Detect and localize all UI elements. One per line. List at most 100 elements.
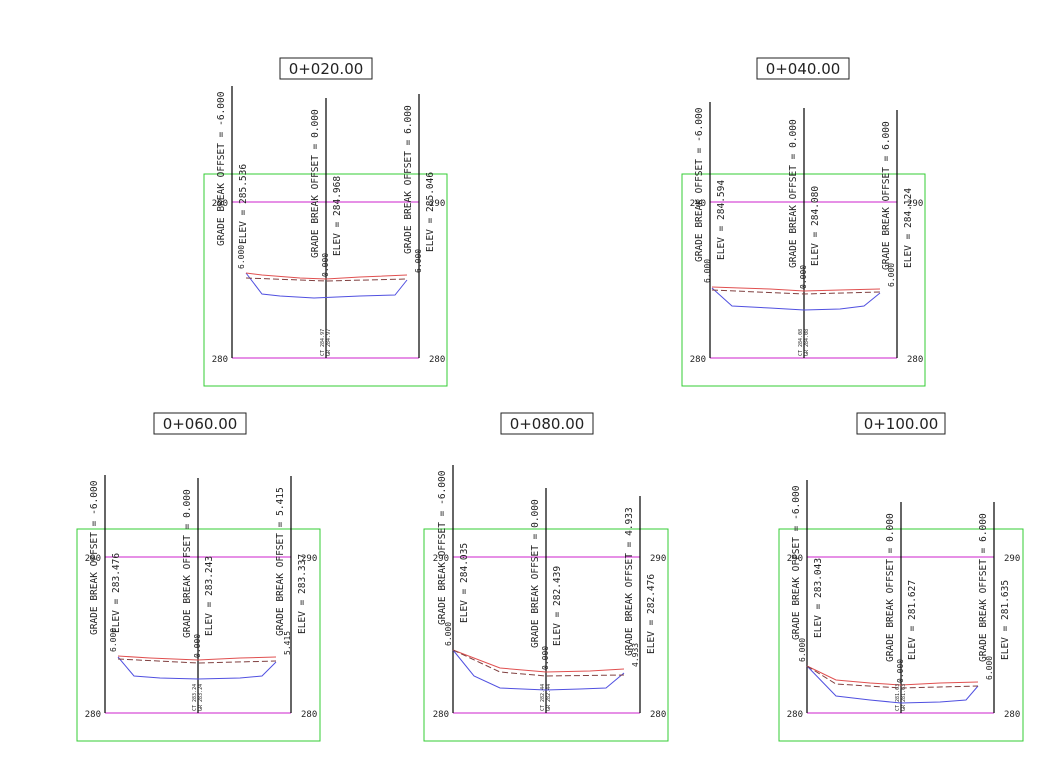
station-title: 0+100.00: [864, 415, 939, 433]
centerline-tag-gr: GR 283.24: [198, 684, 204, 711]
datum-label-right-280: 280: [907, 355, 923, 365]
elevation-label: ELEV = 281.627: [907, 580, 918, 660]
datum-label-right-280: 280: [429, 355, 445, 365]
side-offset-label-center: 0.000: [896, 659, 905, 683]
existing-ground-line: [806, 665, 979, 686]
side-offset-label-center: 0.000: [799, 265, 808, 289]
proposed-profile-line: [117, 656, 277, 680]
cross-section-3: 0+060.00 290 290 280 280 GRADE BREAK OFFSET =…: [76, 412, 321, 742]
centerline-tag-gr: GR 281.63: [901, 684, 907, 711]
grade-break-offset-label: GRADE BREAK OFFSET = 5.415: [275, 487, 286, 636]
grade-break-offset-label: GRADE BREAK OFFSET = 0.000: [182, 489, 193, 638]
station-title: 0+080.00: [510, 415, 585, 433]
grade-break-offset-label: GRADE BREAK OFFSET = -6.000: [437, 470, 448, 625]
grade-break-offset-label: GRADE BREAK OFFSET = -6.000: [791, 485, 802, 640]
datum-label-right-290: 290: [429, 199, 445, 209]
grade-break-offset-label: GRADE BREAK OFFSET = 6.000: [978, 513, 989, 662]
grade-break-offset-label: GRADE BREAK OFFSET = 6.000: [403, 105, 414, 254]
datum-label-left-280: 280: [85, 710, 101, 720]
station-title: 0+060.00: [163, 415, 238, 433]
elevation-label: ELEV = 283.043: [813, 558, 824, 638]
centerline-tag-ct: CT 284.97: [320, 329, 326, 356]
grade-break-offset-label: GRADE BREAK OFFSET = 4.933: [624, 507, 635, 656]
grade-break-offset-label: GRADE BREAK OFFSET = -6.000: [89, 480, 100, 635]
elevation-label: ELEV = 284.080: [810, 186, 821, 266]
elevation-label: ELEV = 284.594: [716, 180, 727, 260]
grade-break-offset-label: GRADE BREAK OFFSET = -6.000: [694, 107, 705, 262]
side-offset-label-left: 6.000: [444, 622, 453, 646]
side-offset-label-center: 0.000: [193, 634, 202, 658]
elevation-label: ELEV = 281.635: [1000, 580, 1011, 660]
side-offset-label-center: 0.000: [541, 646, 550, 670]
side-offset-label-center: 0.000: [321, 253, 330, 277]
elevation-label: ELEV = 283.337: [297, 554, 308, 634]
grade-break-offset-label: GRADE BREAK OFFSET = 6.000: [881, 121, 892, 270]
datum-label-left-290: 290: [787, 554, 803, 564]
station-title-box: [500, 412, 594, 435]
datum-label-right-290: 290: [907, 199, 923, 209]
station-title: 0+040.00: [766, 60, 841, 78]
datum-label-right-290: 290: [650, 554, 666, 564]
station-title-box: [856, 412, 946, 435]
datum-label-left-290: 290: [690, 199, 706, 209]
datum-label-right-280: 280: [301, 710, 317, 720]
side-offset-label-right: 6.000: [985, 656, 994, 680]
design-grade-dashed-line: [452, 649, 625, 677]
existing-ground-line: [711, 286, 881, 292]
elevation-label: ELEV = 282.439: [552, 566, 563, 646]
datum-label-left-280: 280: [433, 710, 449, 720]
design-grade-dashed-line: [711, 289, 881, 295]
side-offset-label-left: 6.000: [703, 259, 712, 283]
existing-ground-line: [452, 649, 625, 673]
grade-break-offset-label: GRADE BREAK OFFSET = 0.000: [530, 499, 541, 648]
datum-label-left-290: 290: [212, 199, 228, 209]
grade-break-offset-label: GRADE BREAK OFFSET = 0.000: [788, 119, 799, 268]
centerline-tag-gr: GR 284.97: [326, 329, 332, 356]
side-offset-label-right: 6.000: [887, 263, 896, 287]
centerline-tag-ct: CT 283.24: [192, 684, 198, 711]
grade-break-offset-label: GRADE BREAK OFFSET = 0.000: [310, 109, 321, 258]
proposed-profile-line: [806, 665, 979, 704]
datum-label-left-280: 280: [212, 355, 228, 365]
station-title-box: [279, 57, 373, 80]
elevation-label: ELEV = 284.035: [459, 543, 470, 623]
datum-label-right-290: 290: [1004, 554, 1020, 564]
centerline-tag-gr: GR 284.08: [804, 329, 810, 356]
side-offset-label-left: 6.000: [109, 628, 118, 652]
centerline-tag-ct: CT 282.44: [540, 684, 546, 711]
proposed-profile-line: [711, 287, 881, 311]
grade-break-offset-label: GRADE BREAK OFFSET = 0.000: [885, 513, 896, 662]
elevation-label: ELEV = 285.046: [425, 172, 436, 252]
datum-label-right-280: 280: [650, 710, 666, 720]
elevation-label: ELEV = 283.243: [204, 556, 215, 636]
datum-label-left-290: 290: [433, 554, 449, 564]
side-offset-label-left: 6.000: [237, 245, 246, 269]
centerline-tag-ct: CT 284.08: [798, 329, 804, 356]
elevation-label: ELEV = 284.124: [903, 188, 914, 268]
cross-section-2: 0+040.00 290 290 280 280 GRADE BREAK OFFSET =…: [681, 57, 926, 387]
proposed-profile-line: [452, 649, 625, 691]
side-offset-label-right: 6.000: [414, 249, 423, 273]
centerline-tag-ct: CT 281.63: [895, 684, 901, 711]
datum-label-left-280: 280: [787, 710, 803, 720]
cross-section-4: 0+080.00 290 290 280 280 GRADE BREAK OFFSET =…: [423, 412, 669, 742]
side-offset-label-left: 6.000: [798, 638, 807, 662]
datum-label-left-280: 280: [690, 355, 706, 365]
proposed-profile-line: [245, 272, 408, 299]
datum-label-left-290: 290: [85, 554, 101, 564]
grade-break-offset-label: GRADE BREAK OFFSET = -6.000: [216, 91, 227, 246]
datum-label-right-280: 280: [1004, 710, 1020, 720]
centerline-tag-gr: GR 282.44: [546, 684, 552, 711]
elevation-label: ELEV = 283.476: [111, 553, 122, 633]
cross-section-5: 0+100.00 290 290 280 280 GRADE BREAK OFFSET =…: [778, 412, 1024, 742]
station-title-box: [756, 57, 850, 80]
side-offset-label-right: 4.933: [631, 643, 640, 667]
elevation-label: ELEV = 282.476: [646, 574, 657, 654]
elevation-label: ELEV = 284.968: [332, 176, 343, 256]
existing-ground-line: [117, 655, 277, 661]
datum-label-right-290: 290: [301, 554, 317, 564]
existing-ground-line: [245, 272, 408, 280]
station-title-box: [153, 412, 247, 435]
